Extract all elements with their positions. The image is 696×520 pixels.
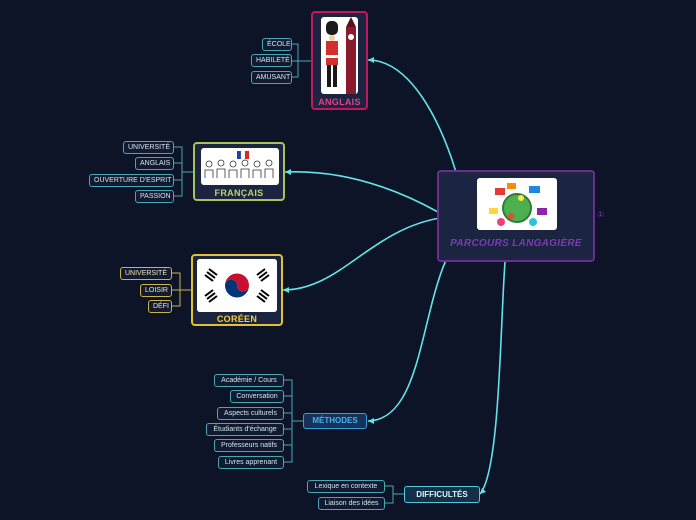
francais-title: FRANÇAIS [214,188,264,198]
root-image [477,178,557,230]
francais-leaf-anglais[interactable]: ANGLAIS [135,157,174,170]
methodes-leaf-etudiants[interactable]: Étudiants d'échange [206,423,284,436]
languages-illustration-icon [489,183,547,226]
south-korea-flag-icon [197,259,277,312]
crowd-with-french-flag-icon [204,150,274,178]
methodes-leaf-academie[interactable]: Académie / Cours [214,374,284,387]
coreen-image [197,259,277,312]
difficultes-leaf-lexique[interactable]: Lexique en contexte [307,480,385,493]
francais-image [201,148,279,185]
topic-methodes[interactable]: MÉTHODES [303,413,367,429]
coreen-leaf-loisir[interactable]: LOISIR [140,284,172,297]
anglais-image [321,17,358,94]
coreen-title: CORÉEN [216,314,258,324]
root-badge[interactable]: ① [597,210,605,219]
root-topic[interactable]: PARCOURS LANGAGIÈRE [437,170,595,262]
anglais-leaf-ecole[interactable]: ÉCOLE [262,38,292,51]
topic-difficultes[interactable]: DIFFICULTÉS [404,486,480,503]
francais-leaf-ouverture[interactable]: OUVERTURE D'ESPRIT [89,174,174,187]
anglais-title: ANGLAIS [318,97,361,107]
methodes-title: MÉTHODES [312,416,358,425]
coreen-leaf-universite[interactable]: UNIVERSITÉ [120,267,172,280]
methodes-leaf-aspects[interactable]: Aspects culturels [217,407,284,420]
difficultes-title: DIFFICULTÉS [416,490,468,499]
anglais-leaf-amusant[interactable]: AMUSANT [251,71,292,84]
topic-francais[interactable]: FRANÇAIS [193,142,285,201]
anglais-leaf-habilete[interactable]: HABILETÉ [251,54,292,67]
methodes-leaf-conversation[interactable]: Conversation [230,390,284,403]
methodes-leaf-professeurs[interactable]: Professeurs natifs [214,439,284,452]
methodes-leaf-livres[interactable]: Livres apprenant [218,456,284,469]
difficultes-leaf-liaison[interactable]: Liaison des idées [318,497,385,510]
topic-coreen[interactable]: CORÉEN [191,254,283,326]
london-guard-icon [326,17,356,94]
coreen-leaf-defi[interactable]: DÉFI [148,300,172,313]
root-title: PARCOURS LANGAGIÈRE [450,238,582,249]
francais-leaf-universite[interactable]: UNIVERSITÉ [123,141,174,154]
francais-leaf-passion[interactable]: PASSION [135,190,174,203]
topic-anglais[interactable]: ANGLAIS [311,11,368,110]
